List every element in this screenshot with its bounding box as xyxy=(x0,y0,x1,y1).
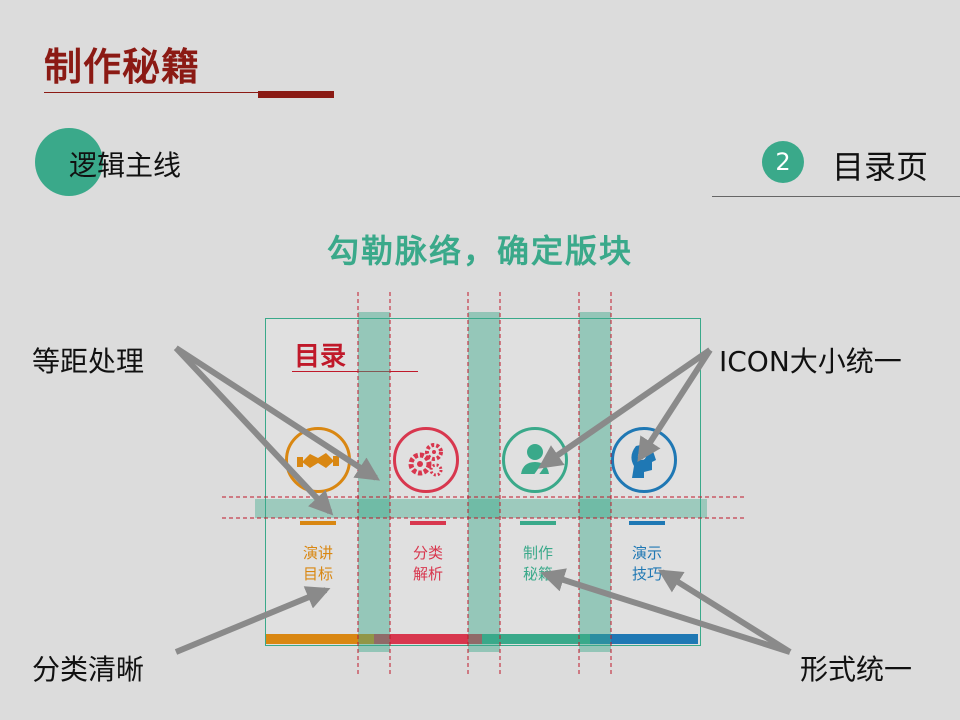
callout-clear-categories: 分类清晰 xyxy=(32,653,145,686)
bottom-bar-blue xyxy=(590,634,698,644)
callout-arrows xyxy=(173,345,792,655)
callout-icon-size: ICON大小统一 xyxy=(719,345,902,378)
slide-title: 制作秘籍 xyxy=(44,45,201,89)
alignment-guide-band xyxy=(255,499,707,518)
callout-equal-spacing: 等距处理 xyxy=(32,345,145,378)
category-bar xyxy=(629,521,665,525)
category-label: 分类 解析 xyxy=(412,544,443,583)
page-number-badge: 2 xyxy=(762,141,804,183)
card-title: 目录 xyxy=(294,342,347,372)
title-accent-bar xyxy=(258,91,334,98)
section-label: 逻辑主线 xyxy=(69,149,182,182)
bottom-bar-orange xyxy=(266,634,374,644)
spacing-guide-column xyxy=(468,312,500,652)
vertical-dashed-guides xyxy=(357,292,612,675)
slide-subtitle: 勾勒脉络，确定版块 xyxy=(326,232,633,270)
category-label: 演讲 目标 xyxy=(302,544,333,583)
page-label-underline xyxy=(712,196,960,197)
bottom-bar-green xyxy=(482,634,590,644)
category-label: 演示 技巧 xyxy=(631,544,662,583)
bottom-bar-red xyxy=(374,634,482,644)
gears-icon xyxy=(393,427,459,493)
category-bar xyxy=(410,521,446,525)
callout-unified-form: 形式统一 xyxy=(800,653,913,686)
spacing-guide-column xyxy=(358,312,390,652)
spacing-guide-column xyxy=(579,312,611,652)
title-underline xyxy=(44,92,334,93)
category-bar xyxy=(300,521,336,525)
category-bar xyxy=(520,521,556,525)
card-title-underline xyxy=(292,371,418,372)
page-label: 目录页 xyxy=(832,148,929,186)
section-circle-icon xyxy=(35,128,103,196)
